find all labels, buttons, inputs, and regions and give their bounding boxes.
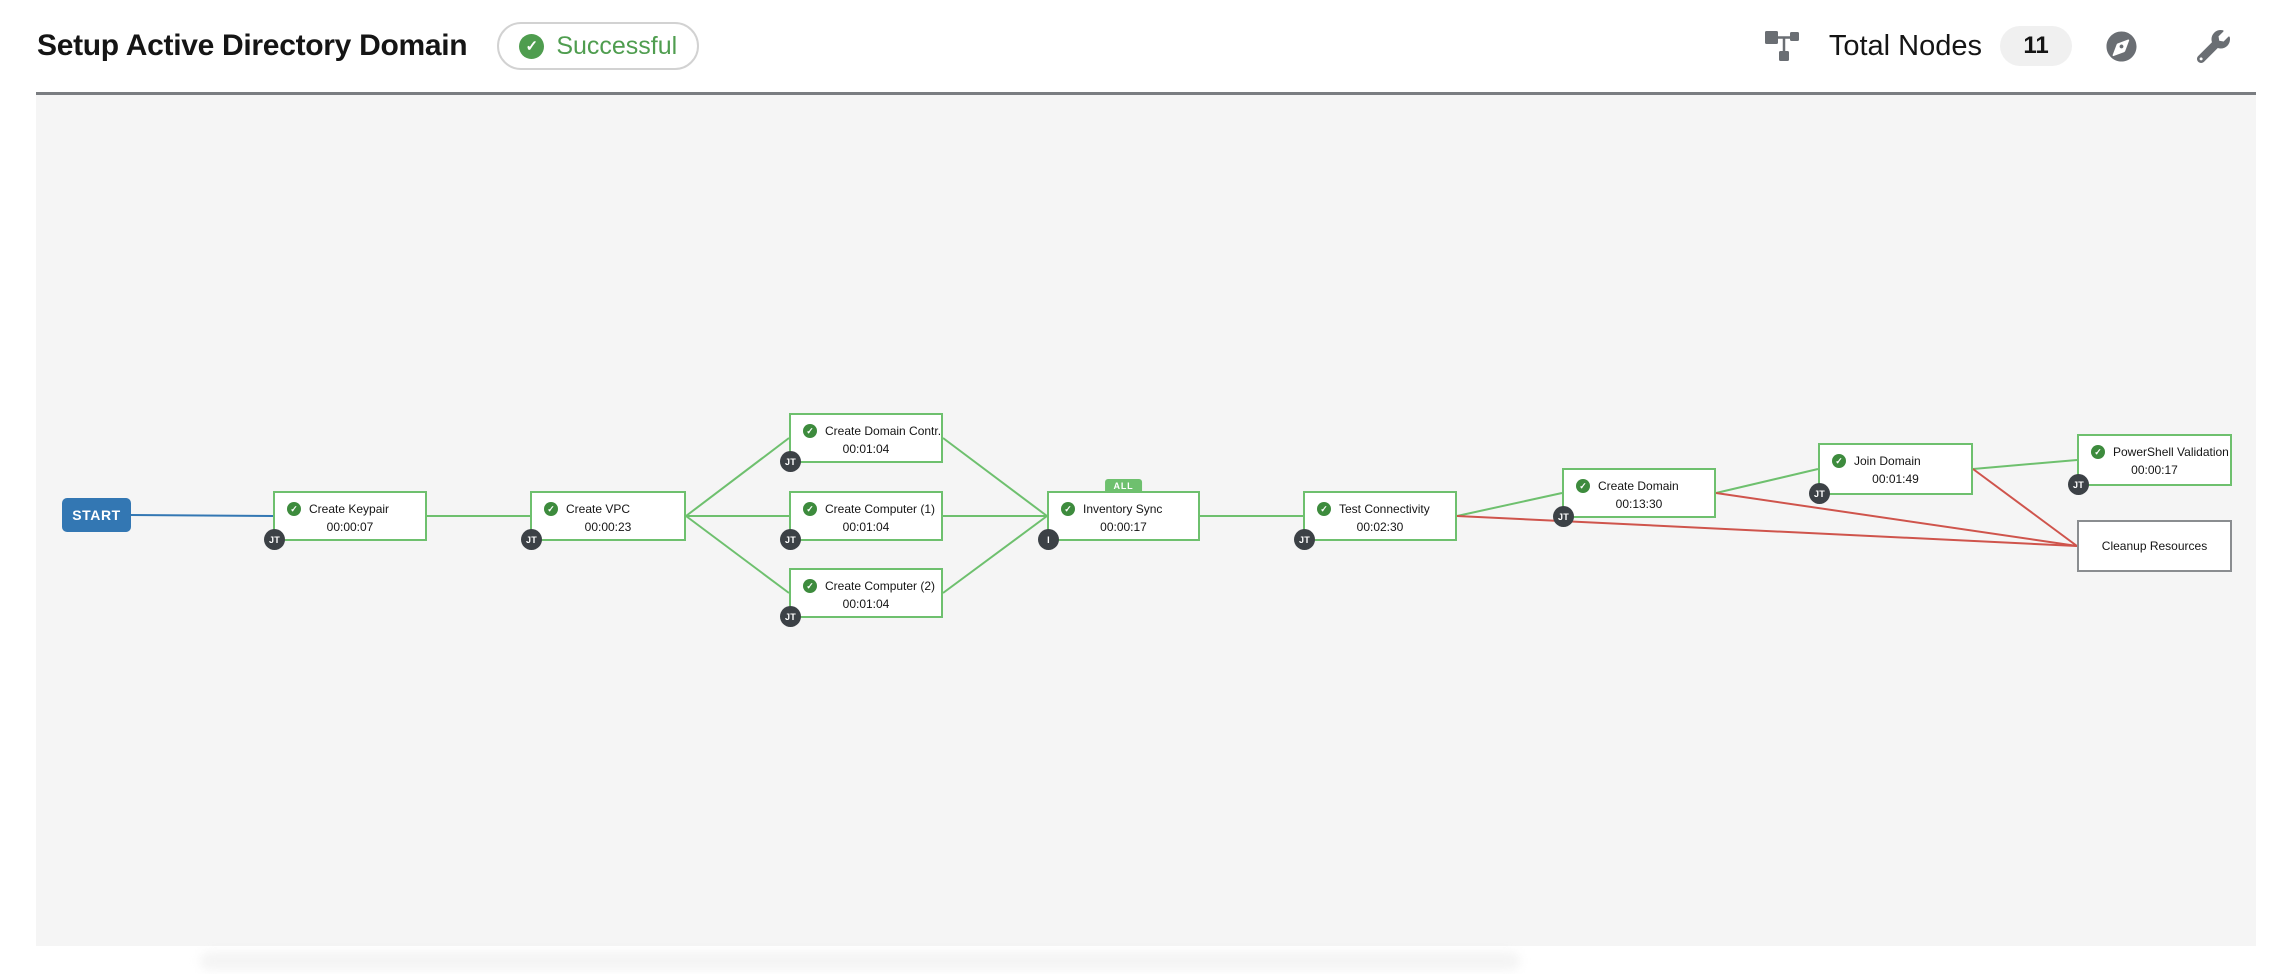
job-template-badge: JT [1294,529,1315,550]
all-convergence-badge: ALL [1104,479,1143,493]
node-elapsed: 00:00:23 [584,520,632,534]
node-label: Inventory Sync [1083,502,1163,516]
node-elapsed: 00:00:07 [326,520,374,534]
node-elapsed: 00:01:49 [1872,472,1919,486]
node-elapsed: 00:00:17 [2131,463,2178,477]
check-circle-icon: ✓ [1317,502,1331,516]
status-label: Successful [556,31,678,60]
node-label: Create Keypair [309,502,390,516]
total-nodes-count: 11 [2000,26,2072,66]
check-circle-icon: ✓ [803,502,817,516]
header-right: Total Nodes 11 [1764,0,2230,92]
check-circle-icon: ✓ [803,579,817,593]
node-elapsed: 00:13:30 [1615,497,1663,511]
check-circle-icon: ✓ [1576,479,1590,493]
job-template-badge: JT [780,451,801,472]
total-nodes-label: Total Nodes [1828,29,1982,62]
legend-button[interactable] [2106,30,2137,62]
node-elapsed: 00:01:04 [842,597,890,611]
compass-icon [2106,30,2137,62]
wrench-icon [2197,29,2230,63]
check-circle-icon: ✓ [1832,454,1846,468]
sitemap-icon [1764,31,1799,61]
status-badge: ✓ Successful [497,22,700,70]
node-label: Create Domain Contr... [825,424,941,438]
workflow-node-start: START [62,498,131,532]
node-elapsed: 00:02:30 [1356,520,1404,534]
check-circle-icon: ✓ [1061,502,1075,516]
header: Setup Active Directory Domain ✓ Successf… [0,0,2290,92]
job-template-badge: JT [780,606,801,627]
check-circle-icon: ✓ [2091,445,2105,459]
node-elapsed: 00:01:04 [842,442,890,456]
workflow-node-cleanup_resources[interactable]: Cleanup Resources [2077,520,2232,572]
node-label: PowerShell Validation [2113,445,2229,459]
inventory-badge: I [1038,529,1059,550]
node-elapsed: 00:00:17 [1100,520,1147,534]
node-label: Create Computer (1) [825,502,936,516]
header-left: Setup Active Directory Domain ✓ Successf… [37,0,700,92]
bottom-scroll-shadow [200,952,1520,970]
node-label: Cleanup Resources [2101,539,2208,553]
job-template-badge: JT [1809,483,1830,504]
node-label: Create VPC [566,502,631,516]
node-elapsed: 00:01:04 [842,520,890,534]
node-label: Create Domain [1598,479,1679,493]
node-label: Join Domain [1854,454,1921,468]
check-circle-icon: ✓ [287,502,301,516]
job-template-badge: JT [1553,506,1574,527]
check-circle-icon: ✓ [519,33,545,59]
page-title: Setup Active Directory Domain [37,29,468,62]
tools-button[interactable] [2197,29,2230,63]
job-template-badge: JT [780,529,801,550]
check-circle-icon: ✓ [544,502,558,516]
job-template-badge: JT [521,529,542,550]
job-template-badge: JT [2068,474,2089,495]
node-label: Test Connectivity [1339,502,1430,516]
check-circle-icon: ✓ [803,424,817,438]
job-template-badge: JT [264,529,285,550]
node-label: Create Computer (2) [825,579,936,593]
